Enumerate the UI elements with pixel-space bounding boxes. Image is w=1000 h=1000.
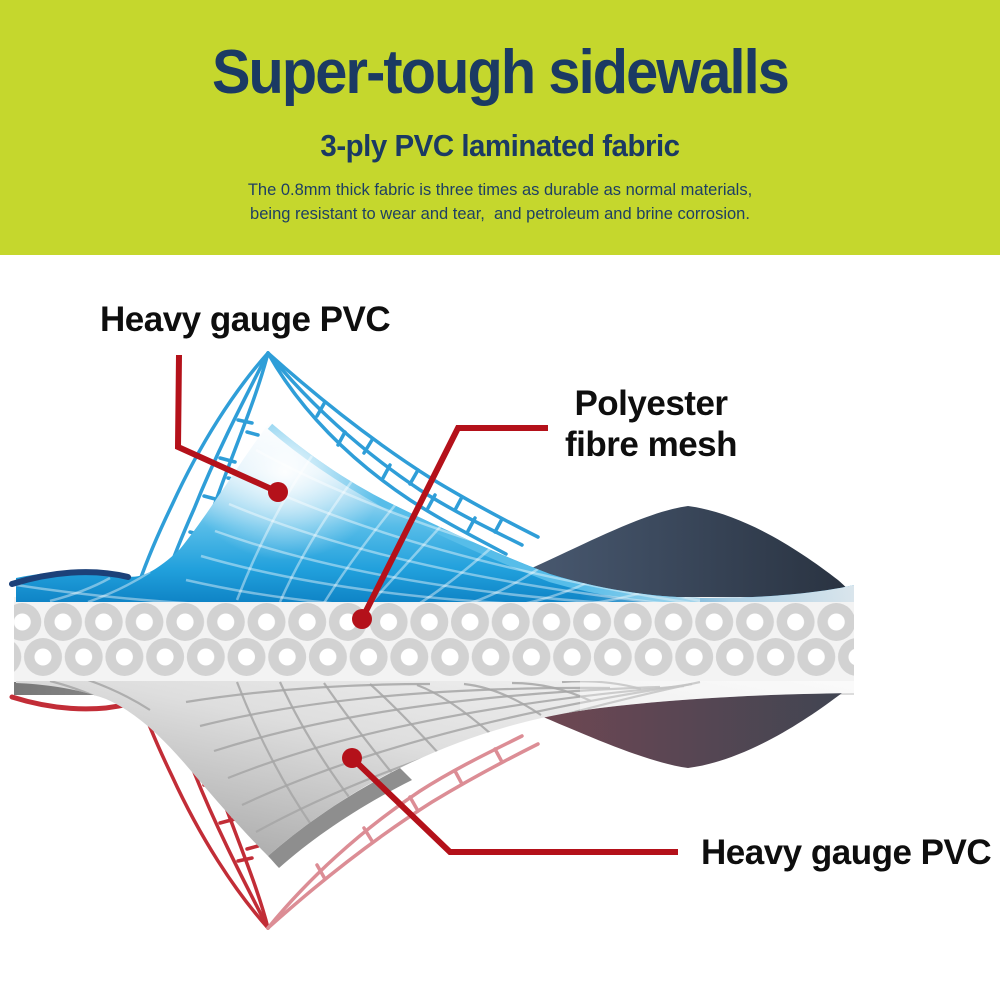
page-title: Super-tough sidewalls	[211, 38, 790, 107]
label-polyester-fibre-mesh: Polyester fibre mesh	[531, 383, 771, 466]
banner-description-line2: being resistant to wear and tear, and pe…	[250, 204, 750, 223]
fibre-mesh-band	[14, 597, 854, 695]
callout-bottom-pvc-line	[349, 755, 678, 855]
top-wireframe-mesh	[137, 351, 540, 586]
callout-top-pvc-dot	[268, 482, 288, 502]
callout-fibre-mesh-line	[359, 425, 548, 621]
label-bottom-heavy-gauge-pvc: Heavy gauge PVC	[701, 833, 992, 872]
callout-top-pvc-line	[174, 354, 280, 495]
banner-description: The 0.8mm thick fabric is three times as…	[0, 179, 1000, 227]
bottom-sheet-cut-edge	[268, 768, 412, 868]
banner: Super-tough sidewalls 3-ply PVC laminate…	[0, 0, 1000, 255]
banner-description-line1: The 0.8mm thick fabric is three times as…	[247, 181, 753, 199]
label-polyester-line2: fibre mesh	[565, 425, 738, 465]
callout-bottom-pvc-dot	[342, 748, 362, 768]
label-polyester-line1: Polyester	[574, 384, 728, 423]
label-top-heavy-gauge-pvc: Heavy gauge PVC	[100, 300, 391, 339]
top-sheet-left-curl	[9, 569, 131, 587]
callout-fibre-mesh-dot	[352, 609, 372, 629]
callouts	[174, 354, 678, 855]
banner-subtitle: 3-ply PVC laminated fabric	[320, 128, 680, 163]
